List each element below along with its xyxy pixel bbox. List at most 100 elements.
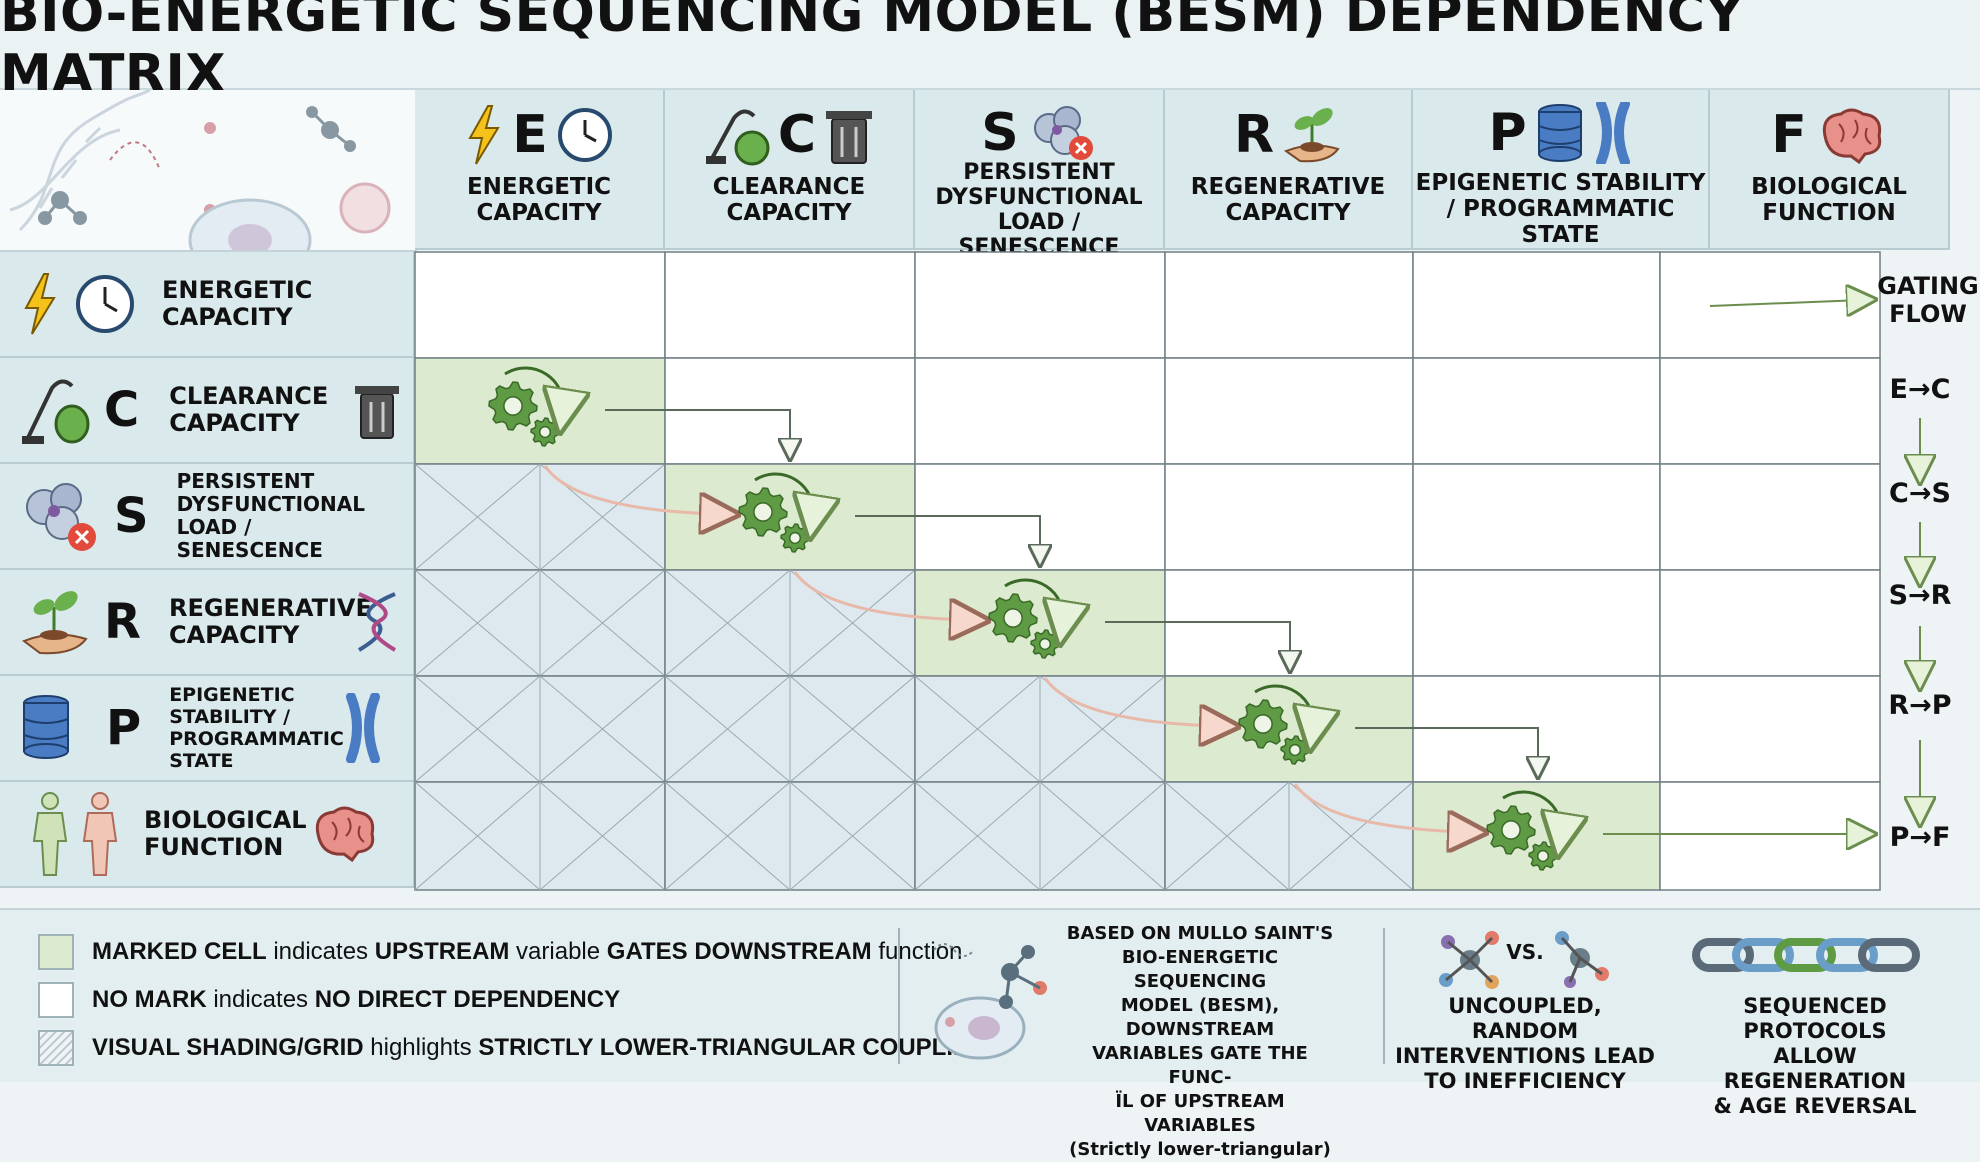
legend-shading: VISUAL SHADING/GRID highlights STRICTLY …	[38, 1030, 989, 1066]
flow-step-e-c: E→C	[1889, 374, 1951, 405]
row-header-e: ENERGETIC CAPACITY	[0, 252, 415, 358]
matrix-cell-r-p	[1412, 569, 1661, 677]
lightning-icon	[468, 105, 501, 165]
column-letter-e: E	[512, 105, 548, 165]
vs-label: VS.	[1506, 940, 1544, 964]
uncoupled-note: UNCOUPLED, RANDOM INTERVENTIONS LEAD TO …	[1395, 994, 1655, 1093]
matrix-cell-e-p	[1412, 251, 1661, 359]
sequenced-note: SEQUENCED PROTOCOLS ALLOW REGENERATION &…	[1713, 994, 1917, 1118]
sprout-hand-icon	[1283, 108, 1340, 163]
row-label-f: BIOLOGICAL FUNCTION	[144, 806, 307, 861]
gating-flow-title: GATING FLOW	[1877, 272, 1979, 328]
row-label-e: ENERGETIC CAPACITY	[162, 276, 313, 331]
matrix-arrows	[543, 409, 1862, 834]
row-header-r: R REGENERATIVE CAPACITY	[0, 570, 415, 676]
gating-flow-arrow	[1709, 300, 1862, 306]
lightning-icon	[24, 273, 56, 335]
coupling-arrow	[543, 465, 720, 514]
flow-step-r-p: R→P	[1888, 690, 1952, 721]
column-header-e: E ENERGETIC CAPACITY	[415, 90, 665, 250]
legend-divider	[1383, 928, 1385, 1064]
column-letter-f: F	[1771, 105, 1807, 165]
gear-icon	[1238, 684, 1313, 765]
column-label-r: REGENERATIVE CAPACITY	[1190, 174, 1386, 226]
gating-arrow	[1105, 621, 1290, 662]
cell-molecule-icon	[933, 943, 1047, 1060]
matrix-cell-r-c	[664, 569, 916, 677]
senescent-cell-cluster-icon	[26, 483, 96, 551]
column-label-f: BIOLOGICAL FUNCTION	[1751, 174, 1907, 226]
gating-arrow	[605, 409, 790, 450]
row-header-p: P EPIGENETIC STABILITY / PROGRAMMATIC ST…	[0, 676, 415, 782]
column-header-s: S PERSISTENT DYSFUNCTIONAL LOAD / SENESC…	[915, 90, 1165, 260]
row-header-f: BIOLOGICAL FUNCTION	[0, 782, 415, 888]
legend-divider	[898, 928, 900, 1064]
flow-step-p-f: P→F	[1889, 822, 1951, 853]
row-header-s: S PERSISTENT DYSFUNCTIONAL LOAD / SENESC…	[0, 464, 415, 570]
matrix-cell-f-p	[1412, 781, 1661, 891]
matrix-cell-r-e	[414, 569, 666, 677]
column-label-p: EPIGENETIC STABILITY / PROGRAMMATIC STAT…	[1415, 170, 1706, 248]
chromosome-icon	[1595, 102, 1630, 164]
clock-icon	[76, 275, 134, 333]
column-header-c: C CLEARANCE CAPACITY	[665, 90, 915, 250]
matrix-cell-e-e	[414, 251, 666, 359]
matrix-cell-s-p	[1412, 463, 1661, 571]
row-label-s: PERSISTENT DYSFUNCTIONAL LOAD / SENESCEN…	[176, 469, 365, 562]
database-icon	[23, 695, 69, 759]
row-label-c: CLEARANCE CAPACITY	[169, 382, 329, 437]
matrix-cell-f-c	[664, 781, 916, 891]
matrix-cell-e-r	[1164, 251, 1414, 359]
human-figures-icon	[32, 792, 118, 876]
title-bar: BIO-ENERGETIC SEQUENCING MODEL (BESM) DE…	[0, 0, 1980, 104]
matrix-cell-p-s	[914, 675, 1166, 783]
matrix-cell-e-c	[664, 251, 916, 359]
legend-nomark: NO MARK indicates NO DIRECT DEPENDENCY	[38, 982, 620, 1018]
matrix-cell-e-s	[914, 251, 1166, 359]
chromosome-icon	[346, 693, 381, 763]
row-letter-r: R	[104, 594, 141, 650]
row-letter-c: C	[104, 382, 140, 438]
sprout-hand-icon	[21, 591, 88, 655]
matrix-cell-c-f	[1659, 357, 1881, 465]
vacuum-icon	[705, 109, 770, 166]
column-header-r: R REGENERATIVE CAPACITY	[1165, 90, 1413, 250]
row-letter-s: S	[114, 488, 149, 544]
matrix-cell-s-e	[414, 463, 666, 571]
clock-icon	[557, 108, 612, 162]
matrix-cell-c-s	[914, 357, 1166, 465]
brain-icon	[315, 806, 375, 863]
row-header-c: C CLEARANCE CAPACITY	[0, 358, 415, 464]
coupling-arrow	[1043, 677, 1220, 726]
flow-step-s-r: S→R	[1888, 580, 1952, 611]
marked-swatch	[38, 934, 74, 970]
column-header-f: F BIOLOGICAL FUNCTION	[1710, 90, 1950, 250]
column-label-e: ENERGETIC CAPACITY	[466, 174, 612, 226]
matrix-cell-p-c	[664, 675, 916, 783]
trash-icon	[826, 111, 873, 164]
chain-links-icon	[1692, 938, 1920, 972]
senescent-cell-cluster-icon	[1033, 106, 1093, 160]
coupling-arrow	[793, 571, 970, 620]
column-header-p: P EPIGENETIC STABILITY / PROGRAMMATIC ST…	[1413, 90, 1710, 250]
page-title: BIO-ENERGETIC SEQUENCING MODEL (BESM) DE…	[0, 0, 1744, 104]
matrix-gears	[488, 366, 1561, 871]
row-label-r: REGENERATIVE CAPACITY	[168, 594, 372, 649]
matrix-cell-f-e	[414, 781, 666, 891]
vacuum-icon	[22, 379, 90, 444]
database-icon	[1537, 104, 1582, 162]
gear-icon	[488, 366, 563, 447]
matrix-cell-s-f	[1659, 463, 1881, 571]
flow-step-c-s: C→S	[1889, 478, 1951, 509]
nomark-swatch	[38, 982, 74, 1018]
based-on-note: BASED ON MULLO SAINT'S BIO-ENERGETIC SEQ…	[1066, 923, 1334, 1160]
gear-icon	[1486, 790, 1561, 871]
trash-icon	[355, 386, 400, 439]
column-letter-c: C	[777, 105, 817, 165]
column-letter-r: R	[1233, 105, 1275, 165]
matrix-cell-f-s	[914, 781, 1166, 891]
coupling-arrow	[1293, 783, 1468, 832]
column-letter-p: P	[1488, 103, 1527, 163]
matrix-cell-f-r	[1164, 781, 1414, 891]
row-letter-p: P	[106, 700, 142, 756]
